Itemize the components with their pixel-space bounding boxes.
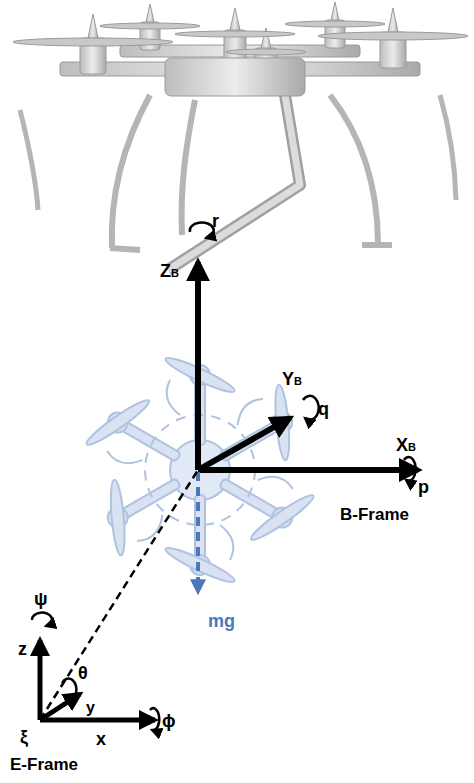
axis-label: mg <box>208 612 235 630</box>
axis-label: XB <box>396 436 416 454</box>
rotation-arrows <box>32 223 416 731</box>
axis-label: p <box>418 478 429 496</box>
gravity-arrow <box>196 472 200 592</box>
position-vector <box>40 470 198 720</box>
axis-label: x <box>96 730 106 748</box>
body-frame-axes <box>198 262 418 470</box>
drone-render <box>13 2 468 270</box>
earth-frame-axes <box>40 640 155 720</box>
axis-label: z <box>18 640 27 658</box>
axis-label: ψ <box>34 590 48 608</box>
axis-label: r <box>212 212 219 230</box>
axis-label: B-Frame <box>340 506 409 523</box>
axis-label: ϕ <box>162 712 176 730</box>
axis-label: y <box>86 700 95 716</box>
axis-label: ZB <box>160 262 179 280</box>
axis-label: E-Frame <box>10 756 78 773</box>
axis-label: YB <box>282 370 302 388</box>
axis-label: q <box>318 400 329 418</box>
axis-label: ξ <box>20 728 28 746</box>
axis-label: θ <box>78 664 88 682</box>
